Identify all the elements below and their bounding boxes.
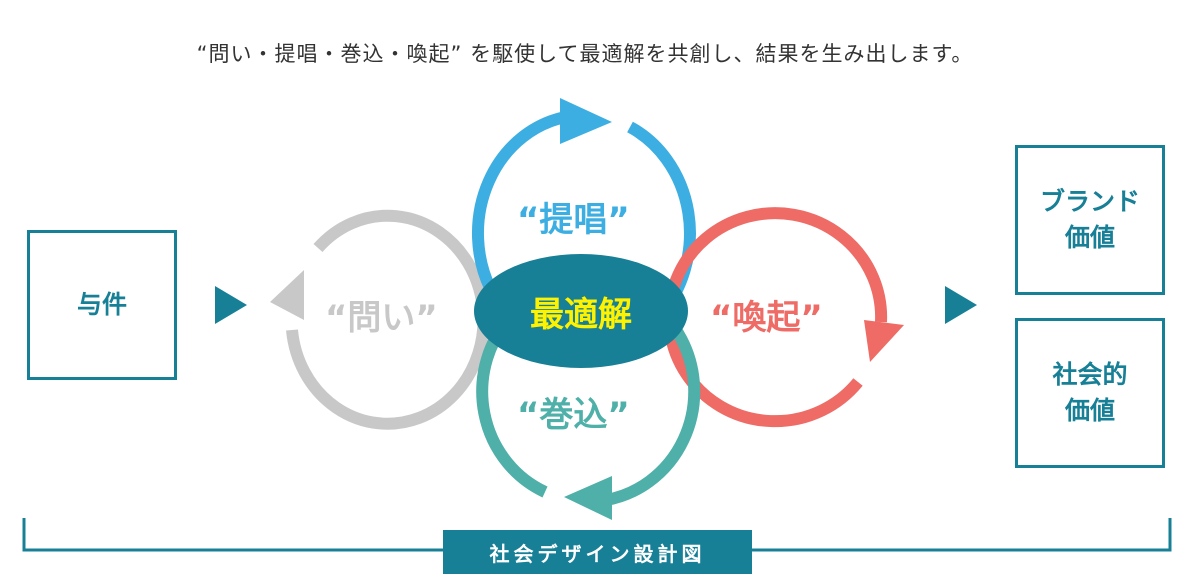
- social-value-line1: 社会的: [1052, 359, 1128, 389]
- teisho-arrowhead-icon: [560, 98, 612, 144]
- arrow-right-icon: [945, 286, 977, 324]
- kanki-arrowhead-icon: [864, 320, 904, 362]
- kanki-label: “喚起”: [710, 298, 823, 338]
- footer-label: 社会デザイン設計図: [443, 530, 752, 574]
- toi-label: “問い”: [325, 298, 438, 338]
- social-value-box: 社会的価値: [1015, 318, 1165, 468]
- toi-arrowhead-icon: [270, 270, 304, 320]
- makikomi-label: “巻込”: [517, 395, 630, 435]
- center-ellipse: [474, 254, 688, 368]
- kanki-cycle-arc: [663, 207, 888, 428]
- teisho-label: “提唱”: [517, 200, 630, 240]
- center-label: 最適解: [530, 294, 632, 335]
- input-box: 与件: [27, 230, 177, 380]
- input-label: 与件: [76, 289, 127, 319]
- brand-value-box: ブランド価値: [1015, 145, 1165, 295]
- makikomi-arrowhead-icon: [564, 476, 612, 520]
- headline: “問い・提唱・巻込・喚起” を駆使して最適解を共創し、結果を生み出します。: [196, 42, 974, 66]
- brand-value-line1: ブランド: [1039, 186, 1140, 216]
- arrow-right-icon: [215, 286, 247, 324]
- brand-value-line2: 価値: [1064, 223, 1115, 252]
- toi-cycle-arc: [286, 209, 490, 430]
- social-value-line2: 価値: [1064, 396, 1115, 425]
